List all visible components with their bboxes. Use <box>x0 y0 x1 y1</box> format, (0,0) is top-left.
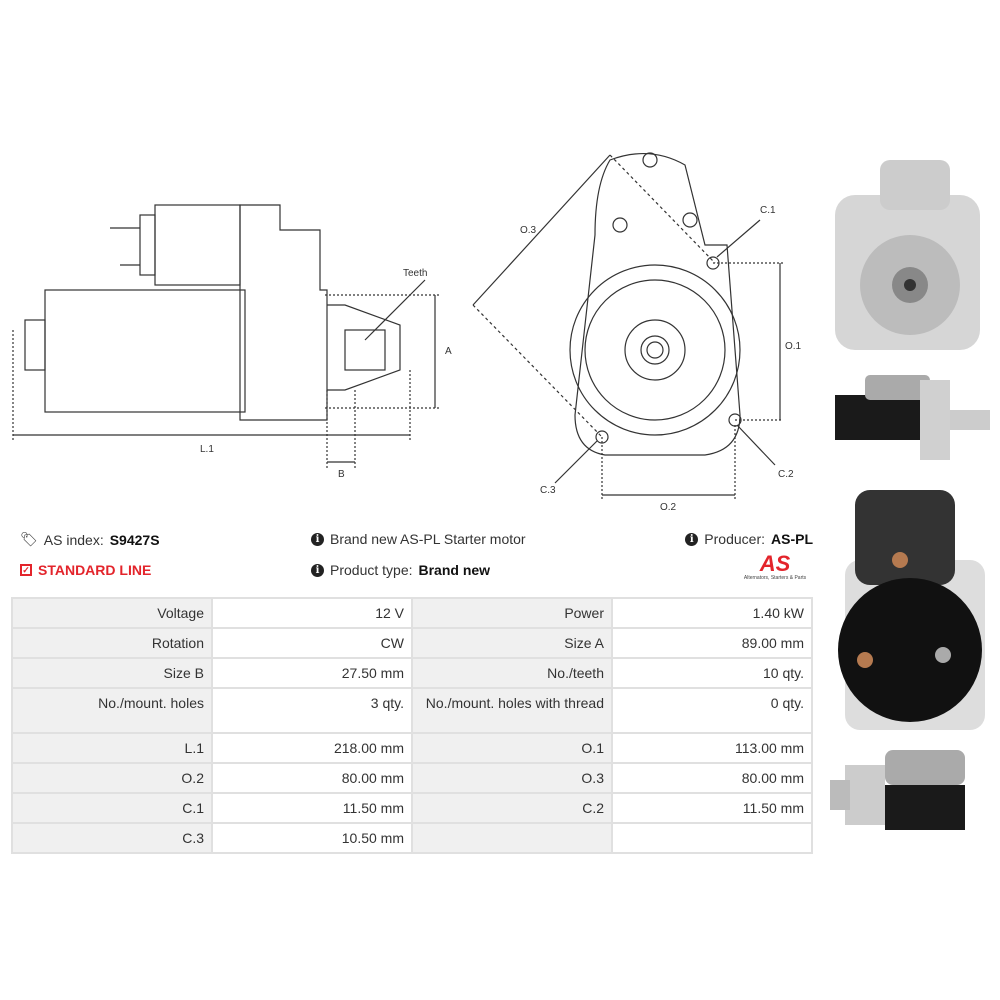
spec-label: L.1 <box>11 732 213 764</box>
checkbox-icon: ✓ <box>20 564 32 576</box>
spec-label: Size B <box>11 657 213 689</box>
spec-label: C.1 <box>11 792 213 824</box>
photo-rear <box>838 490 985 730</box>
size-b-label: B <box>338 469 345 480</box>
producer-value: AS-PL <box>771 531 813 547</box>
as-logo: AS Alternators, Starters & Parts <box>735 551 815 582</box>
c2-label: C.2 <box>778 469 794 480</box>
tag-icon: 🏷 <box>20 531 38 547</box>
logo-mark: AS <box>759 551 791 576</box>
spec-value: 89.00 mm <box>611 627 813 659</box>
spec-label: O.2 <box>11 762 213 794</box>
product-type-value: Brand new <box>418 562 491 578</box>
spec-label: Rotation <box>11 627 213 659</box>
info-icon: i <box>685 532 699 546</box>
as-index-label: AS index: <box>43 531 104 548</box>
photo-side <box>835 375 990 460</box>
producer: i Producer: AS-PL <box>685 531 813 547</box>
housing-outline <box>239 204 328 421</box>
spec-label: Power <box>411 597 613 629</box>
flange-outline <box>574 152 741 456</box>
spec-label: No./teeth <box>411 657 613 689</box>
front-view-drawing: O.3 C.1 O.1 C.2 C.3 O.2 <box>472 152 802 513</box>
c1-label: C.1 <box>760 205 776 216</box>
o2-label: O.2 <box>660 502 677 513</box>
o1-label: O.1 <box>785 341 802 352</box>
spec-value: 0 qty. <box>611 687 813 734</box>
spec-value: 3 qty. <box>211 687 413 734</box>
spec-value: 10.50 mm <box>211 822 413 854</box>
side-view-drawing: Teeth A B L.1 <box>12 204 452 480</box>
size-a-label: A <box>445 346 452 357</box>
logo-tagline: Alternators, Starters & Parts <box>743 575 807 581</box>
c3-label: C.3 <box>540 485 556 496</box>
info-icon: i <box>311 532 324 546</box>
solenoid-outline <box>154 204 241 286</box>
photo-front-flange <box>835 160 980 350</box>
as-index: 🏷 AS index: S9427S <box>20 531 160 548</box>
spec-label: No./mount. holes with thread <box>411 687 613 734</box>
spec-value: 10 qty. <box>611 657 813 689</box>
spec-value: 12 V <box>211 597 413 629</box>
producer-label: Producer: <box>704 531 765 547</box>
spec-label: Size A <box>411 627 613 659</box>
description: i Brand new AS-PL Starter motor <box>311 531 526 547</box>
spec-value: 11.50 mm <box>611 792 813 824</box>
o3-label: O.3 <box>520 225 537 236</box>
spec-value <box>611 822 813 854</box>
motor-body <box>44 289 246 413</box>
standard-line: ✓ STANDARD LINE <box>20 562 151 578</box>
spec-value: CW <box>211 627 413 659</box>
description-text: Brand new AS-PL Starter motor <box>330 531 526 547</box>
spec-value: 80.00 mm <box>211 762 413 794</box>
spec-label: O.3 <box>411 762 613 794</box>
spec-value: 27.50 mm <box>211 657 413 689</box>
spec-label <box>411 822 613 854</box>
spec-label: No./mount. holes <box>11 687 213 734</box>
spec-label: O.1 <box>411 732 613 764</box>
as-index-value: S9427S <box>109 531 160 548</box>
spec-value: 113.00 mm <box>611 732 813 764</box>
spec-value: 1.40 kW <box>611 597 813 629</box>
product-type-label: Product type: <box>330 562 413 578</box>
product-type: i Product type: Brand new <box>311 562 490 578</box>
line-label: STANDARD LINE <box>38 562 152 578</box>
spec-value: 218.00 mm <box>211 732 413 764</box>
info-icon: i <box>311 563 324 577</box>
product-photos <box>830 160 990 830</box>
spec-label: C.2 <box>411 792 613 824</box>
l1-label: L.1 <box>200 444 214 455</box>
teeth-label: Teeth <box>403 268 427 279</box>
spec-value: 80.00 mm <box>611 762 813 794</box>
photo-side-pinion <box>830 750 965 830</box>
spec-value: 11.50 mm <box>211 792 413 824</box>
spec-label: C.3 <box>11 822 213 854</box>
spec-label: Voltage <box>11 597 213 629</box>
